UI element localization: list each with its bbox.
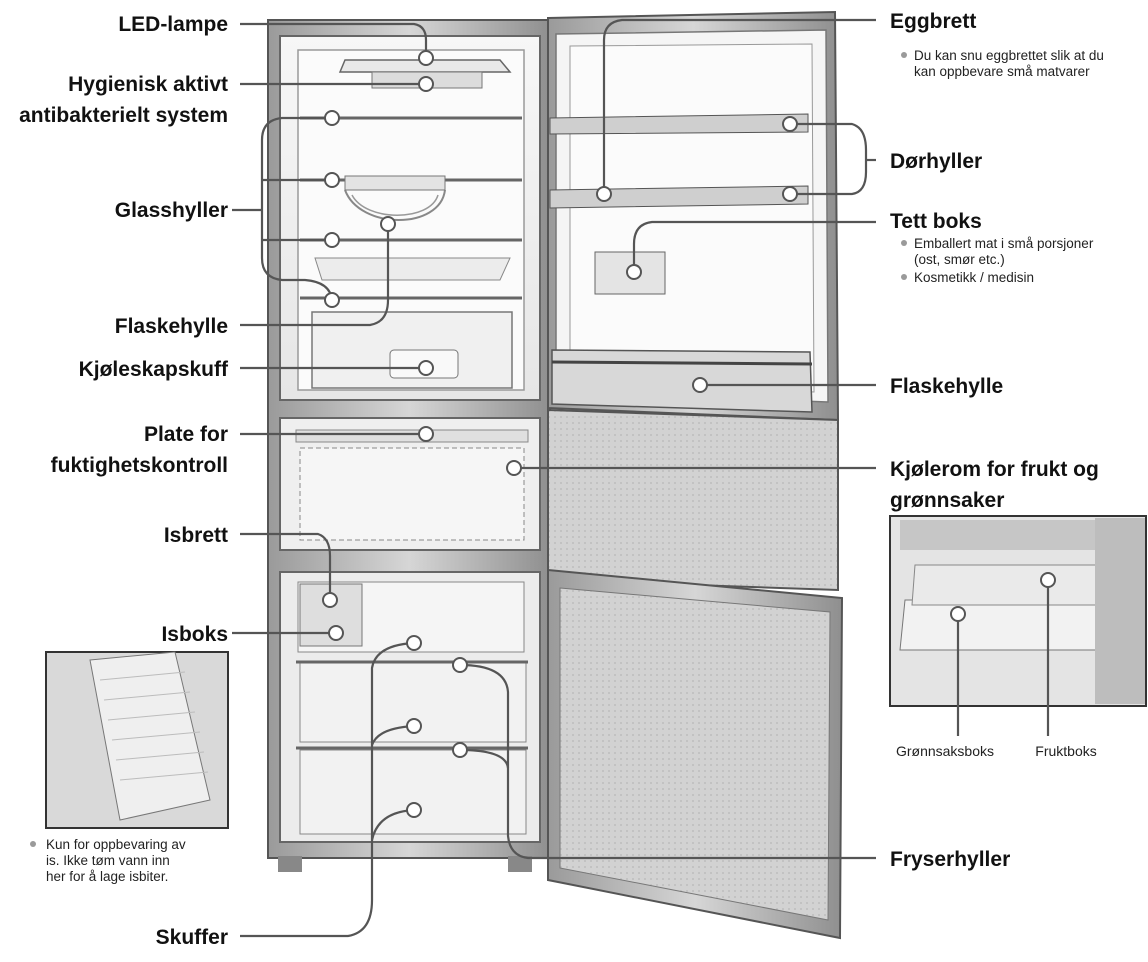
label-tight-box: Tett boks — [890, 210, 982, 233]
fridge-drawer-dot — [418, 360, 434, 376]
ice-box-dot — [328, 625, 344, 641]
label-drawers: Skuffer — [156, 926, 228, 949]
freezer-shelf-dot — [452, 742, 468, 758]
door-bottle-shelf-dot — [692, 377, 708, 393]
egg-tray-note-line2: kan oppbevare små matvarer — [914, 64, 1090, 79]
egg-tray-note-bullet — [901, 52, 907, 58]
crisper-dot — [506, 460, 522, 476]
label-freezer-shelves: Fryserhyller — [890, 848, 1010, 871]
fridge-door-upper — [547, 10, 840, 422]
ice-box-note-line1: Kun for oppbevaring av — [46, 837, 186, 852]
door-shelf-dot — [782, 186, 798, 202]
label-bottle-shelf-right: Flaskehylle — [890, 375, 1003, 398]
caption-fruit-box: Fruktboks — [1035, 743, 1096, 759]
bottle-rack-dot — [380, 216, 396, 232]
label-ice-box: Isboks — [161, 623, 228, 646]
door-shelf-dot — [782, 116, 798, 132]
freezer-door — [547, 568, 844, 940]
caption-vegetable-box: Grønnsaksboks — [896, 743, 994, 759]
egg-tray-note-line1: Du kan snu eggbrettet slik at du — [914, 48, 1104, 63]
crisper-door — [547, 408, 839, 592]
glass-shelf-dot — [324, 292, 340, 308]
ice-tray-inset — [45, 651, 229, 829]
label-humidity-plate-line1: Plate for — [144, 423, 228, 446]
label-egg-tray: Eggbrett — [890, 10, 976, 33]
label-humidity-plate-line2: fuktighetskontroll — [51, 454, 228, 477]
drawer-dot — [406, 635, 422, 651]
leader-lines — [232, 18, 1050, 938]
ice-tray-dot — [322, 592, 338, 608]
label-glass-shelves: Glasshyller — [115, 199, 228, 222]
humidity-plate-dot — [418, 426, 434, 442]
tight-box-note-bullet — [901, 240, 907, 246]
tight-box-note-bullet — [901, 274, 907, 280]
ice-box-note-bullet — [30, 841, 36, 847]
glass-shelf-dot — [324, 232, 340, 248]
label-door-shelves: Dørhyller — [890, 150, 982, 173]
label-bottle-shelf-left: Flaskehylle — [115, 315, 228, 338]
label-hygienic-system-line2: antibakterielt system — [19, 104, 228, 127]
label-hygienic-system-line1: Hygienisk aktivt — [68, 73, 228, 96]
tight-box-note-line3: Kosmetikk / medisin — [914, 270, 1034, 285]
callout-dots — [322, 50, 1056, 818]
glass-shelf-dot — [324, 172, 340, 188]
hygienic-system-dot — [418, 76, 434, 92]
drawer-dot — [406, 802, 422, 818]
fridge-cabinet — [267, 19, 551, 872]
label-crisper-line1: Kjølerom for frukt og — [890, 458, 1099, 481]
crisper-inset — [889, 515, 1147, 707]
vegetable-box-dot — [950, 606, 966, 622]
label-crisper-line2: grønnsaker — [890, 489, 1004, 512]
tight-box-note-line2: (ost, smør etc.) — [914, 252, 1005, 267]
egg-tray-dot — [596, 186, 612, 202]
drawer-dot — [406, 718, 422, 734]
ice-box-note-line2: is. Ikke tøm vann inn — [46, 853, 170, 868]
ice-box-note-line3: her for å lage isbiter. — [46, 869, 168, 884]
led-lamp-dot — [418, 50, 434, 66]
tight-box-note-line1: Emballert mat i små porsjoner — [914, 236, 1094, 251]
tight-box-dot — [626, 264, 642, 280]
label-ice-tray: Isbrett — [164, 524, 228, 547]
fruit-box-dot — [1040, 572, 1056, 588]
label-led-lamp: LED-lampe — [118, 13, 228, 36]
glass-shelf-dot — [324, 110, 340, 126]
freezer-shelf-dot — [452, 657, 468, 673]
label-fridge-drawer: Kjøleskapskuff — [79, 358, 229, 381]
